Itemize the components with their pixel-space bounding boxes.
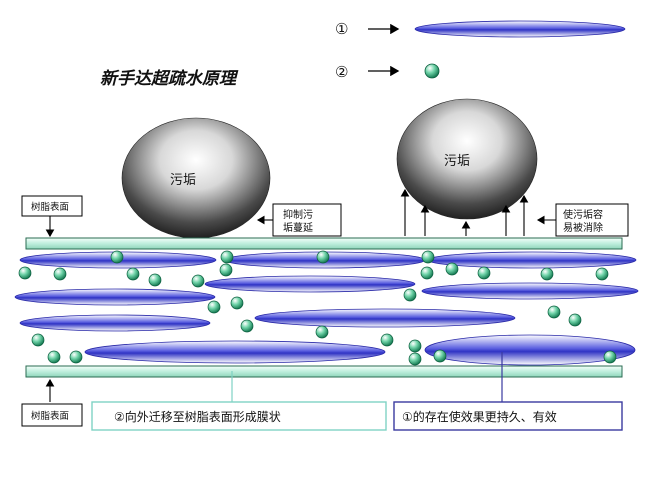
dirt-sphere-right: [396, 98, 538, 220]
legend-bead-marker: [424, 63, 440, 79]
lift-arrows: [400, 188, 529, 236]
callout-inhibit-box: [272, 203, 342, 237]
caption-2-box: [91, 401, 387, 431]
legend-item1-label: ①: [335, 20, 348, 38]
migrating-beads: [18, 250, 617, 366]
callout-easy-line2: 易被消除: [563, 221, 603, 234]
callout-inhibit-line2: 垢蔓延: [283, 221, 313, 234]
diagram-title: 新手达超疏水原理: [100, 69, 239, 89]
callout-easy-line1: 使污垢容: [563, 208, 603, 221]
resin-surface-top-bar: [25, 237, 623, 250]
legend-ellipse-marker: [414, 20, 626, 38]
caption-2-text: ②向外迁移至树脂表面形成膜状: [114, 409, 281, 424]
resin-surface-bottom-box: [21, 403, 83, 427]
callout-inhibit-line1: 抑制污: [283, 208, 313, 221]
resin-surface-top-box: [21, 195, 83, 217]
resin-surface-bottom-bar: [25, 365, 623, 378]
caption-1-box: [393, 401, 623, 431]
additive-ellipses: [14, 251, 639, 366]
resin-surface-bottom-label: 树脂表面: [31, 410, 69, 422]
resin-surface-top-label: 树脂表面: [31, 201, 69, 213]
dirt-left-label: 污垢: [170, 173, 196, 188]
caption-1-text: ①的存在使效果更持久、有效: [402, 409, 557, 424]
legend-item2-label: ②: [335, 63, 348, 81]
dirt-right-label: 污垢: [444, 154, 470, 169]
